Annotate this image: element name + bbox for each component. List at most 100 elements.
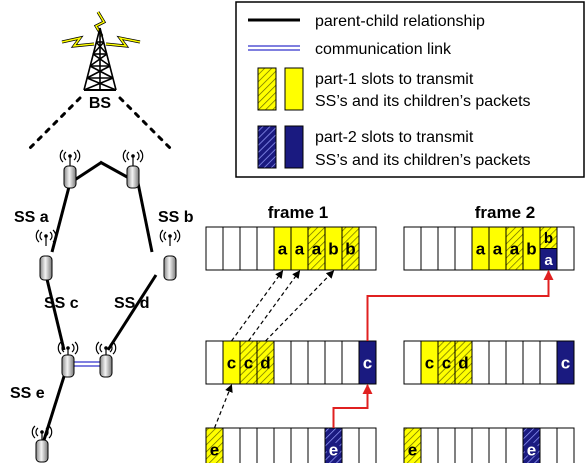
split-slot: ba <box>539 226 558 271</box>
bs-dotted-link-left <box>26 96 82 152</box>
slot-cell <box>454 427 473 463</box>
ss-top-left-device-icon <box>59 149 81 189</box>
slot-label: b <box>526 240 536 259</box>
legend-part1-line2: SS’s and its children’s packets <box>315 93 531 110</box>
slot-label: c <box>227 354 236 373</box>
slot-cell <box>341 427 360 463</box>
ss-e-device-icon <box>31 425 53 463</box>
network-tree: BS <box>10 11 194 463</box>
slot-cell <box>273 340 292 385</box>
slot-label: b <box>345 240 355 259</box>
legend-part1-line1: part-1 slots to transmit <box>315 71 474 88</box>
dashed-dependency-arrow <box>265 270 335 342</box>
ss-d-device-icon <box>95 341 117 378</box>
slot-cell <box>341 340 360 385</box>
slot-cell <box>290 340 309 385</box>
slot-cell <box>471 427 490 463</box>
slot-cell <box>488 427 507 463</box>
part1-solid-swatch <box>284 67 304 111</box>
slot-rows: aaabbccdceeaaabccdceeba12345678910123456… <box>205 226 575 463</box>
slot-label: b <box>328 240 338 259</box>
slot-cell <box>222 427 241 463</box>
slot-cell <box>539 340 558 385</box>
red-forward-arrow-e-to-c <box>332 384 373 428</box>
slot-part2-c <box>556 340 575 385</box>
slot-cell <box>307 427 326 463</box>
slot-cell <box>403 340 422 385</box>
slot-cell <box>307 340 326 385</box>
slot-label-backdrop <box>326 442 341 457</box>
ss-d-label: SS d <box>114 295 150 312</box>
slot-label: c <box>244 354 253 373</box>
ss-c-device-icon <box>57 341 79 378</box>
ss-a-device-icon <box>35 229 57 281</box>
slot-cell <box>556 226 575 271</box>
dashed-dependency-arrow <box>213 384 233 429</box>
slot-label: d <box>458 354 468 373</box>
ss-b-label: SS b <box>158 209 194 226</box>
slot-label: c <box>425 354 434 373</box>
slot-cell <box>358 427 377 463</box>
slot-cell <box>505 427 524 463</box>
slot-label: c <box>442 354 451 373</box>
part1-hatched-swatch <box>257 67 277 111</box>
slot-cell <box>488 340 507 385</box>
slot-cell <box>403 226 422 271</box>
slot-label: d <box>260 354 270 373</box>
slot-label: a <box>295 240 305 259</box>
slot-label: c <box>363 354 372 373</box>
dashed-dependency-arrow <box>248 270 301 342</box>
slot-label: a <box>510 240 520 259</box>
ss-e-label: SS e <box>10 385 45 402</box>
slot-label: e <box>527 441 536 460</box>
legend-parent-child: parent-child relationship <box>315 13 485 30</box>
ss-b-device-icon <box>159 229 181 281</box>
slot-label: a <box>312 240 322 259</box>
parent-child-lines <box>42 160 158 441</box>
slot-cell <box>290 427 309 463</box>
slot-cell <box>556 427 575 463</box>
slot-cell <box>256 226 275 271</box>
slot-label: e <box>408 441 417 460</box>
slot-label: a <box>493 240 503 259</box>
ss-top-right-device-icon <box>122 149 144 189</box>
slot-cell <box>539 427 558 463</box>
part2-solid-swatch <box>284 125 304 169</box>
slot-cell <box>420 226 439 271</box>
slot-cell <box>205 226 224 271</box>
ss-c-label: SS c <box>44 295 79 312</box>
slot-cell <box>222 226 241 271</box>
slot-label: e <box>210 441 219 460</box>
slot-cell <box>324 340 343 385</box>
slot-cell <box>437 226 456 271</box>
legend-part2-line1: part-2 slots to transmit <box>315 129 474 146</box>
slot-label: c <box>561 354 570 373</box>
slot-cell <box>505 340 524 385</box>
slot-cell <box>437 427 456 463</box>
dependency-arrows <box>213 270 554 429</box>
slot-cell <box>358 226 377 271</box>
slot-label: a <box>278 240 288 259</box>
slot-part1-hatch-d <box>454 340 473 385</box>
legend-part2-line2: SS’s and its children’s packets <box>315 152 531 169</box>
part2-hatched-swatch <box>257 125 277 169</box>
slot-cell <box>273 427 292 463</box>
slot-label: e <box>329 441 338 460</box>
base-station-tower-icon <box>83 27 117 91</box>
bs-dotted-link-right <box>118 96 174 152</box>
slot-label: a <box>476 240 486 259</box>
slot-cell <box>239 226 258 271</box>
slot-part1-hatch-e <box>403 427 422 463</box>
split-slot-bottom-label: a <box>544 252 553 269</box>
slot-cell <box>471 340 490 385</box>
slot-label-backdrop <box>524 442 539 457</box>
slot-cell <box>420 427 439 463</box>
split-slot-top-label: b <box>544 230 553 247</box>
dashed-dependency-arrow <box>231 270 284 342</box>
frame2-title: frame 2 <box>475 203 535 222</box>
